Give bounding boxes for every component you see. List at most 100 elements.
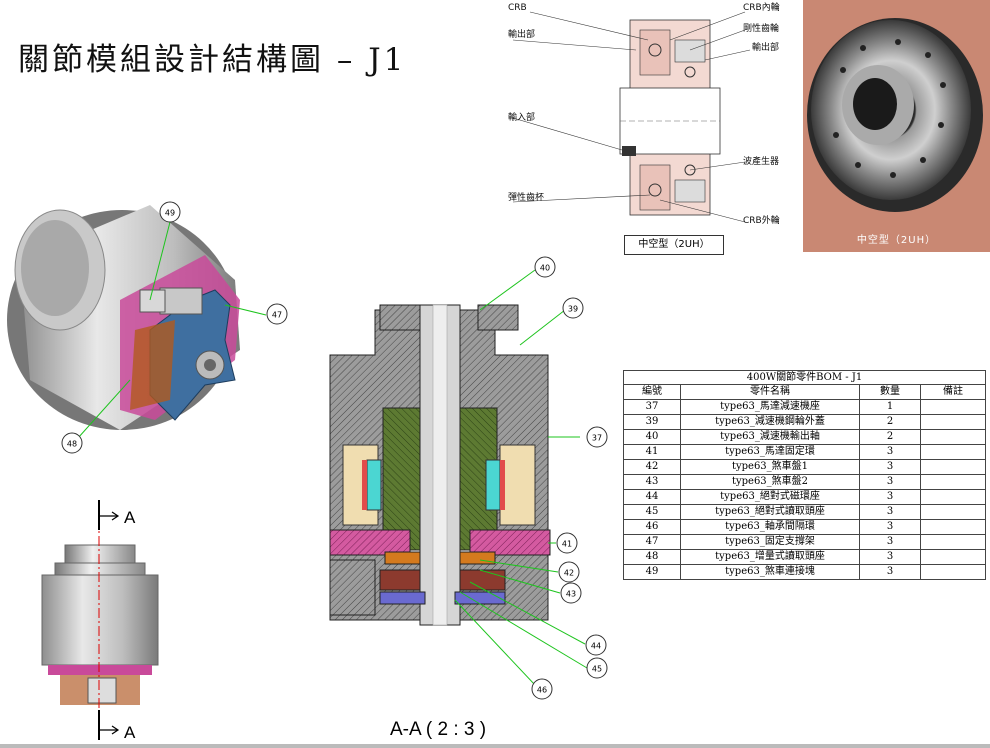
bom-cell-qty: 3 (859, 459, 921, 475)
section-caption: A-A ( 2 : 3 ) (390, 719, 486, 740)
photo-caption: 中空型（2UH） (856, 235, 937, 246)
bom-cell-qty: 3 (859, 444, 921, 460)
bom-cell-number: 45 (623, 504, 681, 520)
bom-cell-number: 43 (623, 474, 681, 490)
svg-text:45: 45 (592, 665, 602, 674)
bom-cell-remark (920, 429, 986, 445)
bom-cell-part-name: type63_煞車盤2 (680, 474, 860, 490)
balloon-42: 42 (558, 561, 580, 583)
svg-text:41: 41 (562, 540, 572, 549)
bom-cell-number: 48 (623, 549, 681, 565)
bom-header-remark: 備註 (920, 384, 986, 400)
label-crb-inner: CRB內輪 (743, 1, 780, 13)
section-marker-top: A (124, 508, 136, 527)
svg-text:44: 44 (591, 642, 601, 651)
product-photo: 中空型（2UH） (803, 0, 990, 252)
label-crb-outer: CRB外輪 (743, 214, 780, 226)
balloon-45: 45 (586, 657, 608, 679)
isometric-assembly-view (7, 205, 240, 430)
bom-cell-qty: 3 (859, 549, 921, 565)
bom-cell-part-name: type63_馬達減速機座 (680, 399, 860, 415)
bom-cell-number: 39 (623, 414, 681, 430)
bom-cell-remark (920, 474, 986, 490)
bom-cell-number: 44 (623, 489, 681, 505)
bom-cell-part-name: type63_減速機輸出軸 (680, 429, 860, 445)
section-marker-bottom: A (124, 723, 136, 742)
bom-cell-remark (920, 444, 986, 460)
bom-cell-part-name: type63_減速機鋼輪外蓋 (680, 414, 860, 430)
bom-cell-number: 41 (623, 444, 681, 460)
svg-text:47: 47 (272, 311, 282, 320)
bom-cell-remark (920, 459, 986, 475)
balloon-39: 39 (562, 297, 584, 319)
svg-text:49: 49 (165, 209, 175, 218)
label-crb: CRB (508, 3, 527, 13)
section-view-a-a (329, 269, 588, 686)
label-output-left: 輸出部 (508, 28, 535, 40)
svg-text:43: 43 (566, 590, 576, 599)
balloon-46: 46 (531, 678, 553, 700)
svg-text:39: 39 (568, 305, 578, 314)
bom-cell-remark (920, 519, 986, 535)
svg-text:40: 40 (540, 264, 550, 273)
bom-cell-part-name: type63_軸承間隔環 (680, 519, 860, 535)
label-input: 輸入部 (508, 111, 535, 123)
balloon-47: 47 (266, 303, 288, 325)
bom-cell-part-name: type63_固定支撐架 (680, 534, 860, 550)
balloon-40: 40 (534, 256, 556, 278)
bom-cell-part-name: type63_煞車盤1 (680, 459, 860, 475)
bom-cell-number: 37 (623, 399, 681, 415)
balloon-41: 41 (556, 532, 578, 554)
schematic-caption: 中空型（2UH） (624, 235, 724, 255)
bom-cell-number: 42 (623, 459, 681, 475)
bom-cell-remark (920, 564, 986, 580)
svg-text:48: 48 (67, 440, 77, 449)
balloon-48: 48 (61, 432, 83, 454)
svg-text:37: 37 (592, 434, 602, 443)
bom-header-qty: 數量 (859, 384, 921, 400)
bom-cell-remark (920, 399, 986, 415)
bom-cell-number: 46 (623, 519, 681, 535)
svg-text:42: 42 (564, 569, 574, 578)
harmonic-drive-schematic: CRB 輸出部 輸入部 彈性齒杯 CRB內輪 剛性齒輪 輸出部 波產生器 CRB… (508, 1, 780, 226)
bom-cell-qty: 1 (859, 399, 921, 415)
hollow-reducer-image (807, 18, 983, 212)
label-wave-generator: 波產生器 (743, 155, 779, 167)
footer-divider (0, 744, 990, 748)
bom-header-number: 編號 (623, 384, 681, 400)
svg-text:46: 46 (537, 686, 547, 695)
bom-cell-remark (920, 414, 986, 430)
bom-cell-remark (920, 489, 986, 505)
bom-cell-qty: 3 (859, 564, 921, 580)
bom-cell-remark (920, 534, 986, 550)
bom-cell-remark (920, 504, 986, 520)
label-circular-spline: 剛性齒輪 (743, 22, 779, 34)
bom-cell-qty: 3 (859, 534, 921, 550)
bom-cell-number: 47 (623, 534, 681, 550)
bom-title: 400W關節零件BOM - J1 (623, 370, 986, 384)
balloon-43: 43 (560, 582, 582, 604)
bom-cell-part-name: type63_絕對式讀取頭座 (680, 504, 860, 520)
bom-cell-number: 49 (623, 564, 681, 580)
bom-cell-part-name: type63_絕對式磁環座 (680, 489, 860, 505)
balloon-37: 37 (586, 426, 608, 448)
bom-cell-qty: 3 (859, 519, 921, 535)
bom-cell-number: 40 (623, 429, 681, 445)
bom-cell-qty: 3 (859, 504, 921, 520)
balloon-49: 49 (159, 201, 181, 223)
balloon-44: 44 (585, 634, 607, 656)
label-flex-cup: 彈性齒杯 (508, 191, 544, 203)
